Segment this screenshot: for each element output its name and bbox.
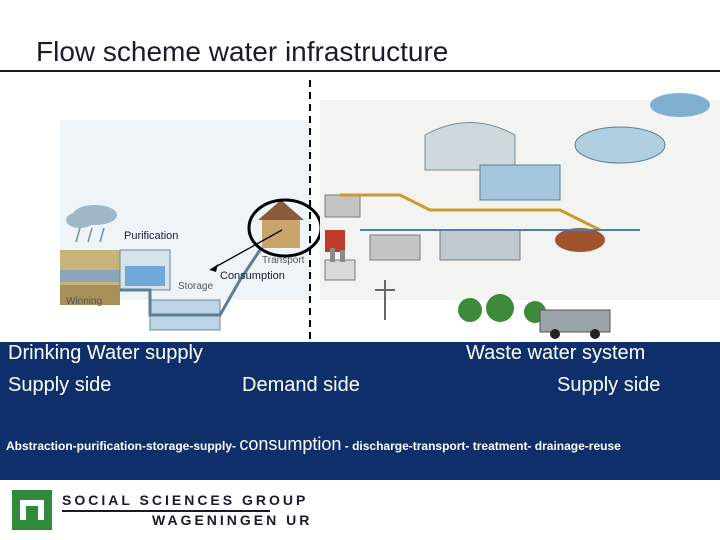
clarifier-icon: [574, 126, 666, 164]
stream-icon: [650, 93, 710, 117]
dump-truck-icon: [539, 309, 611, 339]
label-storage: Storage: [178, 281, 213, 292]
industry-icon: [324, 248, 356, 281]
wastewater-pipe: [340, 193, 601, 232]
slide-title: Flow scheme water infrastructure: [36, 36, 449, 67]
label-transport: Transport: [262, 255, 305, 266]
drinking-water-supply-label: Drinking Water supply: [8, 342, 203, 364]
process-before: Abstraction-purification-storage-supply-: [6, 439, 240, 453]
pump-station-icon: [324, 194, 361, 218]
logo-line-1: SOCIAL SCIENCES GROUP: [62, 492, 309, 508]
process-after: - discharge-transport- treatment- draina…: [341, 439, 621, 453]
logo-line-2: WAGENINGEN UR: [152, 512, 313, 528]
house-icon: [258, 200, 304, 248]
wageningen-logo-icon: [12, 490, 52, 530]
label-purification: Purification: [124, 230, 178, 242]
arrow-left: [209, 229, 283, 271]
process-chain-text: Abstraction-purification-storage-supply-…: [6, 434, 621, 455]
process-chain: Abstraction-purification-storage-supply-…: [0, 400, 720, 480]
treatment-plant-icon: [369, 229, 521, 261]
red-building-icon: [325, 230, 345, 252]
demand-side-label: Demand side: [242, 374, 360, 396]
logo-divider: [62, 510, 270, 512]
supply-pipe: [120, 249, 262, 317]
supply-demand-band: Drinking Water supply Supply side Demand…: [0, 342, 720, 400]
label-consumption: Consumption: [220, 270, 285, 282]
footer: SOCIAL SCIENCES GROUP WAGENINGEN UR: [0, 480, 720, 540]
waste-water-system-label: Waste water system: [466, 342, 646, 364]
rain-cloud-icon: [66, 205, 117, 243]
label-winning: Winning: [66, 296, 102, 307]
sludge-tank-icon: [555, 228, 605, 252]
water-infrastructure-diagram: Purification Transport Consumption Stora…: [60, 80, 720, 342]
contact-tanks-icon: [479, 164, 561, 201]
power-pylon-icon: [375, 280, 395, 320]
purification-tanks-icon: [119, 249, 171, 291]
right-supply-side-label: Supply side: [557, 374, 661, 396]
process-consumption: consumption: [239, 434, 342, 454]
left-supply-side-label: Supply side: [8, 374, 112, 396]
title-divider: [0, 70, 720, 72]
greenhouse-icon: [424, 122, 516, 171]
